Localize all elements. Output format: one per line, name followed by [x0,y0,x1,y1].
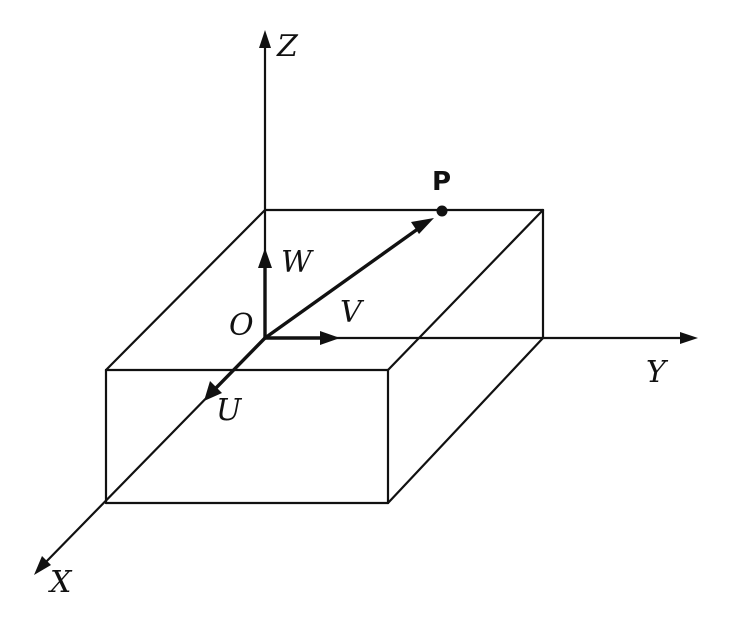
vector-u [204,336,267,401]
p-label: P [432,167,451,197]
z-axis-label: Z [276,29,299,64]
y-axis-label: Y [646,355,669,390]
origin-label: O [229,308,254,343]
x-axis-label: X [48,565,73,600]
box-top-face [104,208,545,372]
w-label: W [281,245,314,280]
vector-w [258,248,272,340]
point-p [436,205,448,217]
vector-op [263,218,434,340]
vector-v [263,331,340,345]
u-label: U [216,393,243,428]
box-edges [104,208,545,505]
v-label: V [340,295,365,330]
